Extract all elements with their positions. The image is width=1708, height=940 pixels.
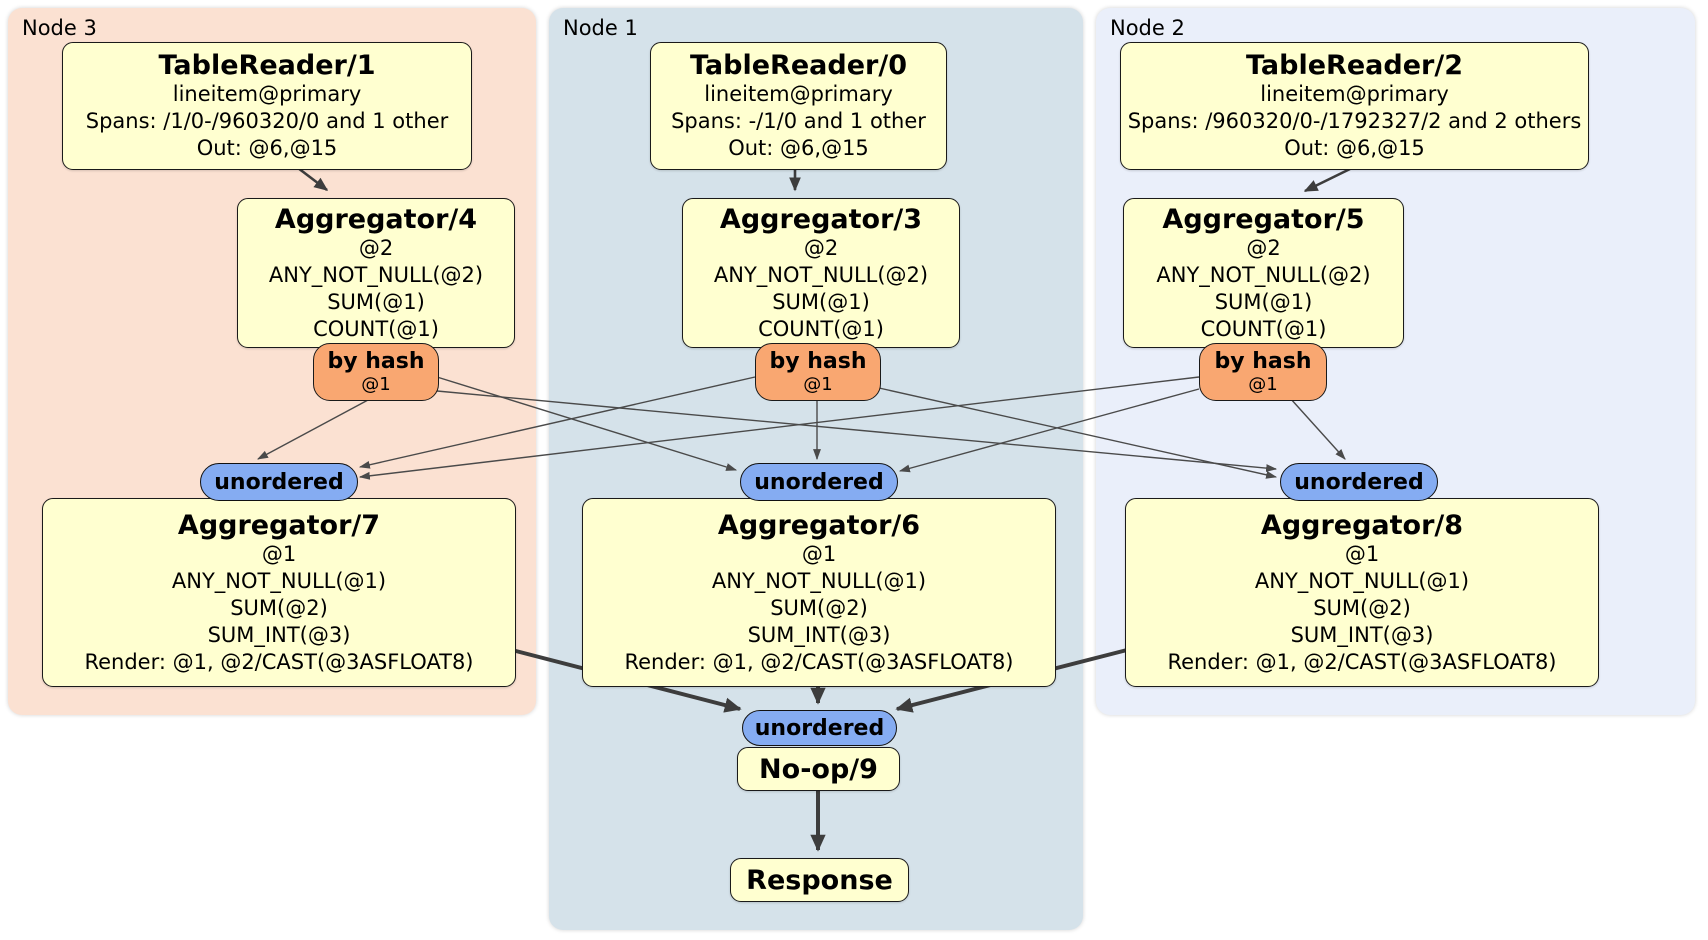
hash-router-agg4: by hash @1 <box>313 343 439 401</box>
processor-detail: ANY_NOT_NULL(@1) <box>711 568 927 593</box>
processor-detail: SUM(@1) <box>772 289 870 314</box>
processor-detail: Spans: /1/0-/960320/0 and 1 other <box>85 109 449 133</box>
processor-tablereader-0: TableReader/0 lineitem@primary Spans: -/… <box>650 42 947 170</box>
router-detail: @1 <box>1248 374 1278 395</box>
processor-detail: lineitem@primary <box>172 82 362 106</box>
router-label: by hash <box>1214 349 1312 374</box>
processor-detail: SUM(@2) <box>1313 595 1411 620</box>
processor-title: Response <box>746 864 893 896</box>
processor-detail: @1 <box>1344 541 1380 566</box>
processor-detail: ANY_NOT_NULL(@2) <box>268 262 484 287</box>
processor-aggregator-7: Aggregator/7 @1 ANY_NOT_NULL(@1) SUM(@2)… <box>42 498 516 687</box>
processor-detail: Render: @1, @2/CAST(@3ASFLOAT8) <box>624 649 1014 674</box>
stream-unordered-center: unordered <box>740 463 898 501</box>
tablereader-to-aggregator-arrows <box>297 166 1353 193</box>
processor-title: TableReader/2 <box>1246 50 1463 81</box>
processor-title: TableReader/1 <box>158 50 376 81</box>
processor-detail: Render: @1, @2/CAST(@3ASFLOAT8) <box>84 649 474 674</box>
processor-title: Aggregator/3 <box>719 203 923 235</box>
processor-detail: ANY_NOT_NULL(@2) <box>713 262 929 287</box>
processor-aggregator-5: Aggregator/5 @2 ANY_NOT_NULL(@2) SUM(@1)… <box>1123 198 1404 348</box>
processor-detail: ANY_NOT_NULL(@1) <box>1254 568 1470 593</box>
processor-detail: @2 <box>803 235 839 260</box>
processor-detail: SUM(@1) <box>327 289 425 314</box>
processor-detail: Out: @6,@15 <box>1284 136 1425 160</box>
processor-detail: SUM(@2) <box>770 595 868 620</box>
processor-tablereader-1: TableReader/1 lineitem@primary Spans: /1… <box>62 42 472 170</box>
processor-detail: lineitem@primary <box>1260 82 1449 106</box>
processor-detail: SUM_INT(@3) <box>747 622 891 647</box>
processor-detail: @1 <box>801 541 837 566</box>
processor-aggregator-6: Aggregator/6 @1 ANY_NOT_NULL(@1) SUM(@2)… <box>582 498 1056 687</box>
processor-tablereader-2: TableReader/2 lineitem@primary Spans: /9… <box>1120 42 1589 170</box>
processor-aggregator-3: Aggregator/3 @2 ANY_NOT_NULL(@2) SUM(@1)… <box>682 198 960 348</box>
response-node: Response <box>730 858 909 902</box>
processor-detail: Out: @6,@15 <box>196 136 338 160</box>
processor-detail: COUNT(@1) <box>758 316 884 341</box>
hash-router-agg3: by hash @1 <box>755 343 881 401</box>
processor-title: Aggregator/8 <box>1260 509 1464 541</box>
node2-label: Node 2 <box>1110 16 1185 40</box>
processor-detail: Spans: -/1/0 and 1 other <box>671 109 926 133</box>
processor-title: Aggregator/4 <box>274 203 478 235</box>
processor-detail: SUM(@1) <box>1214 289 1313 314</box>
processor-title: No-op/9 <box>759 753 878 785</box>
processor-detail: @2 <box>358 235 394 260</box>
hash-router-agg5: by hash @1 <box>1199 343 1327 401</box>
node3-label: Node 3 <box>22 16 97 40</box>
stream-unordered-right: unordered <box>1280 463 1438 501</box>
router-label: by hash <box>327 349 425 374</box>
router-detail: @1 <box>803 374 833 395</box>
stream-unordered-final: unordered <box>742 710 897 746</box>
processor-detail: COUNT(@1) <box>1200 316 1327 341</box>
processor-aggregator-8: Aggregator/8 @1 ANY_NOT_NULL(@1) SUM(@2)… <box>1125 498 1599 687</box>
processor-detail: SUM_INT(@3) <box>207 622 351 647</box>
node1-label: Node 1 <box>563 16 638 40</box>
processor-detail: Out: @6,@15 <box>728 136 869 160</box>
processor-detail: SUM(@2) <box>230 595 328 620</box>
processor-title: Aggregator/5 <box>1162 203 1365 235</box>
processor-detail: ANY_NOT_NULL(@2) <box>1156 262 1371 287</box>
processor-title: Aggregator/6 <box>717 509 921 541</box>
processor-detail: COUNT(@1) <box>313 316 439 341</box>
processor-detail: SUM_INT(@3) <box>1290 622 1434 647</box>
router-label: by hash <box>769 349 867 374</box>
router-detail: @1 <box>361 374 391 395</box>
processor-detail: Spans: /960320/0-/1792327/2 and 2 others <box>1127 109 1582 133</box>
processor-aggregator-4: Aggregator/4 @2 ANY_NOT_NULL(@2) SUM(@1)… <box>237 198 515 348</box>
processor-detail: ANY_NOT_NULL(@1) <box>171 568 387 593</box>
processor-detail: lineitem@primary <box>704 82 893 106</box>
processor-title: Aggregator/7 <box>177 509 381 541</box>
hash-router-stream-edges <box>257 376 1346 480</box>
processor-detail: Render: @1, @2/CAST(@3ASFLOAT8) <box>1167 649 1557 674</box>
processor-title: TableReader/0 <box>690 50 907 81</box>
stream-unordered-left: unordered <box>200 463 358 501</box>
processor-noop-9: No-op/9 <box>737 747 900 791</box>
processor-detail: @2 <box>1246 235 1281 260</box>
processor-detail: @1 <box>261 541 297 566</box>
